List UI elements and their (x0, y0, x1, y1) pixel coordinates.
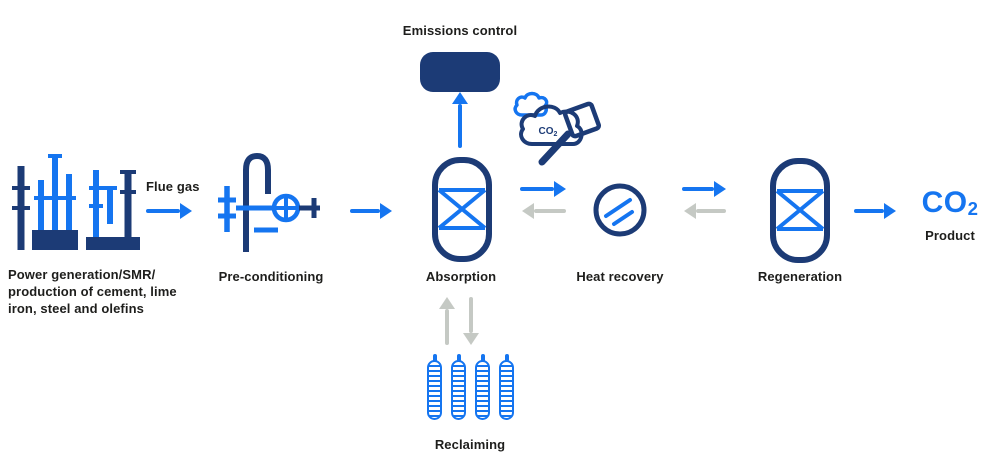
industrial-plant-icon (12, 154, 140, 250)
co2-product-formula: CO2 (921, 186, 979, 219)
arrow-reclaiming-to-absorption (439, 297, 455, 345)
heat-recovery-shapes (593, 183, 647, 237)
small-cloud-icon (513, 91, 549, 117)
source-label-line-3: iron, steel and olefins (8, 301, 144, 316)
pre-conditioning-shapes (218, 152, 320, 252)
industrial-plant-shapes (12, 154, 140, 250)
flue-gas-arrow (146, 203, 192, 219)
reclaiming-cylinders-icon (427, 352, 514, 420)
regeneration-column-shapes (770, 158, 830, 263)
co2-analysis-icon: CO2 (513, 91, 602, 166)
reclaimer-cylinder (427, 354, 442, 420)
reclaimer-cylinder (451, 354, 466, 420)
absorption-label: Absorption (425, 269, 497, 284)
cloud-co2-label: CO2 (539, 126, 558, 138)
absorption-column-icon (432, 157, 492, 262)
flue-gas-label: Flue gas (146, 179, 200, 194)
product-label: Product (925, 228, 975, 243)
magnifier-lens (562, 101, 602, 139)
reclaimer-cylinder (475, 354, 490, 420)
arrow-precond-to-absorption (350, 203, 392, 219)
pre-conditioning-label: Pre-conditioning (218, 269, 324, 284)
regeneration-column-icon (770, 158, 830, 263)
source-label-line-1: Power generation/SMR/ (8, 267, 156, 282)
arrow-absorption-to-heat-recovery (520, 181, 566, 197)
emissions-control-label: Emissions control (402, 23, 518, 38)
reclaiming-label: Reclaiming (434, 437, 506, 452)
source-label-line-2: production of cement, lime (8, 284, 177, 299)
arrow-heat-recovery-to-regeneration (682, 181, 726, 197)
arrow-regeneration-to-product (854, 203, 896, 219)
regeneration-label: Regeneration (757, 269, 843, 284)
emissions-control-box (420, 52, 500, 92)
arrow-heat-recovery-to-absorption (522, 203, 566, 219)
magnifier-handle (538, 130, 572, 166)
arrow-absorption-to-emissions (452, 92, 468, 148)
arrow-regeneration-to-heat-recovery (684, 203, 726, 219)
heat-recovery-label: Heat recovery (576, 269, 664, 284)
source-label: Power generation/SMR/ production of ceme… (8, 266, 177, 317)
absorption-column-shapes (432, 157, 492, 262)
reclaimer-cylinder (499, 354, 514, 420)
cloud-icon (519, 104, 584, 146)
heat-recovery-icon (593, 183, 647, 237)
pre-conditioning-icon (218, 152, 320, 252)
arrow-absorption-to-reclaiming (463, 297, 479, 345)
